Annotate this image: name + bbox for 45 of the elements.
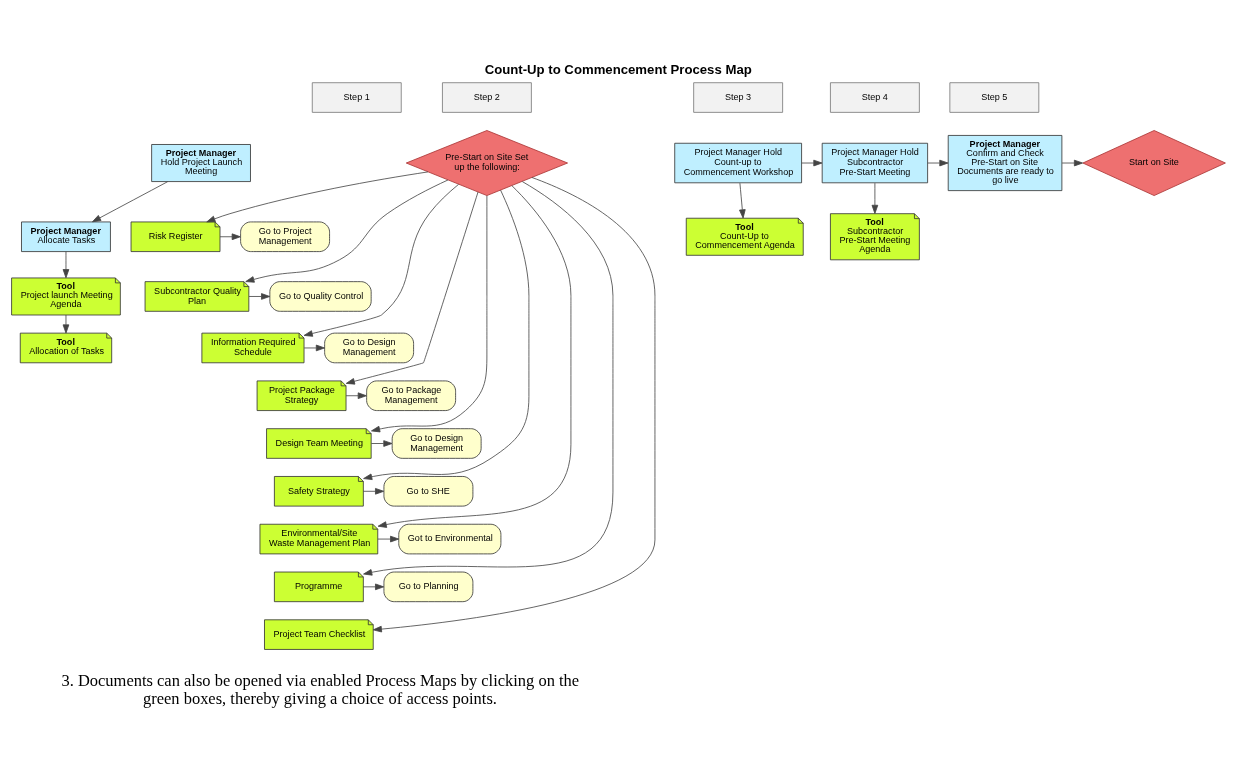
arrow	[245, 179, 449, 283]
node-box: Go to Project Management	[240, 221, 330, 252]
node-box: Step 1	[311, 82, 402, 113]
node-box: Project Manager Confirm and Check Pre-Start on Site Documents are ready to go live	[947, 135, 1063, 192]
node-box: Project Manager Hold Subcontractor Pre-Start Meeting	[821, 142, 928, 184]
arrow	[303, 344, 325, 352]
arrow	[377, 185, 572, 528]
diagram-title: Count-Up to Commencement Process Map	[484, 62, 752, 78]
node-box: Project Manager Hold Count-up to Commencement Workshop	[674, 142, 802, 184]
arrow	[62, 314, 70, 334]
arrow	[377, 535, 400, 543]
arrow	[370, 440, 393, 447]
label: 3. Documents can also be opened via enabled Process Maps by clicking on the green boxes, thereby giving a choice of access points.	[61, 670, 580, 708]
arrow	[248, 293, 271, 300]
arrow	[219, 233, 241, 241]
arrow	[801, 159, 823, 167]
arrow	[62, 251, 70, 279]
node-box: Step 4	[830, 82, 920, 113]
node-box: Step 2	[442, 82, 532, 113]
node-box: Project Manager Allocate Tasks	[21, 221, 111, 252]
node-box: Step 5	[949, 82, 1040, 113]
arrow	[371, 195, 488, 433]
node-diamond: Start on Site	[1082, 130, 1226, 196]
arrow	[303, 183, 459, 337]
node-box: Step 3	[693, 82, 784, 113]
arrow	[871, 182, 879, 214]
node-box: Go to Quality Control	[269, 281, 372, 312]
arrow	[345, 191, 479, 385]
node-diamond: Pre-Start on Site Set up the following:	[405, 130, 568, 196]
node-box: Got to Environmental	[398, 523, 502, 555]
arrow	[92, 181, 169, 223]
node-box: Go to Planning	[383, 571, 474, 603]
node-box: Go to Design Management	[324, 332, 414, 364]
arrow	[206, 171, 429, 223]
node-box: Go to Design Management	[391, 428, 482, 459]
node-box: Go to SHE	[383, 476, 474, 507]
arrow	[739, 182, 746, 219]
node-box: Project Manager Hold Project Launch Meeting	[151, 144, 251, 182]
node-box: Go to Package Management	[366, 380, 456, 411]
arrow	[345, 392, 367, 400]
arrow	[927, 159, 949, 167]
arrow	[372, 177, 656, 633]
arrow	[362, 488, 385, 495]
arrow	[362, 583, 385, 591]
arrow	[1061, 159, 1083, 167]
